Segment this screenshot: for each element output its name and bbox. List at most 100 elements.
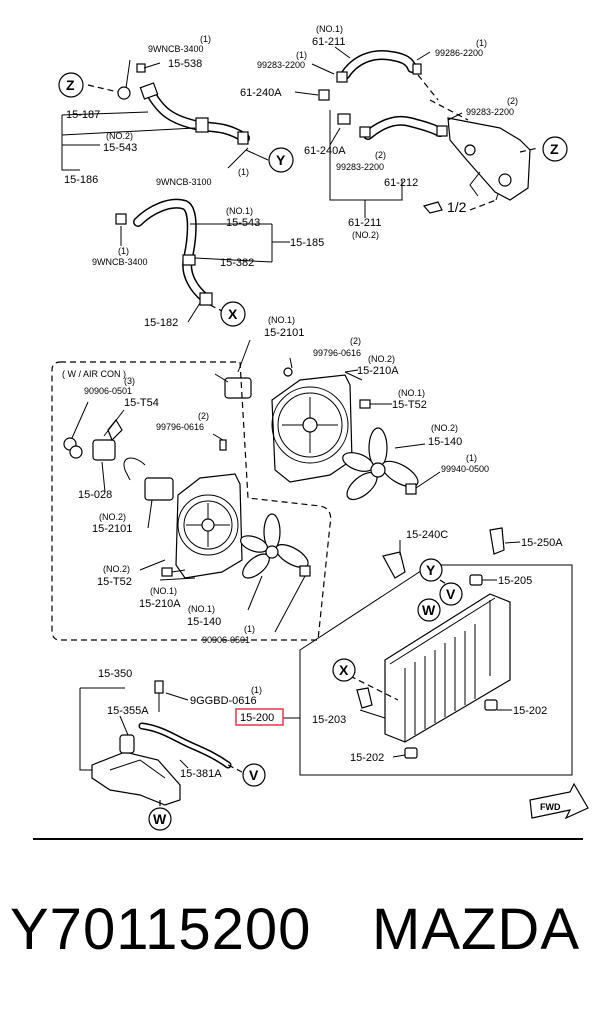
label-part-15-2101: 15-2101: [264, 327, 304, 339]
label-part-99796-0616: 99796-0616: [156, 422, 204, 432]
label-part-15-543: 15-543: [226, 217, 260, 229]
radiator-assembly: [299, 527, 573, 776]
callout-x: X: [228, 306, 238, 322]
label-qty: (2): [375, 150, 386, 160]
label-qualifier: (NO.2): [352, 230, 379, 240]
ac-fan-assembly: [63, 401, 311, 633]
label-part-15-355a: 15-355A: [107, 705, 149, 717]
label-part-15-182: 15-182: [144, 317, 178, 329]
label-qty: (1): [118, 246, 129, 256]
label-part-90906-0501: 90906-0501: [202, 635, 250, 645]
label-part-15-382: 15-382: [220, 257, 254, 269]
label-part-15-210a: 15-210A: [139, 598, 181, 610]
radiator-fins: [414, 624, 476, 735]
label-qualifier: (NO.1): [398, 388, 425, 398]
label-part-15-250a: 15-250A: [521, 537, 563, 549]
label-qty: (1): [244, 624, 255, 634]
label-part-15-t52: 15-T52: [97, 576, 132, 588]
label-part-61-212: 61-212: [384, 177, 418, 189]
label-part-99283-2200: 99283-2200: [466, 107, 514, 117]
label-qualifier: (NO.2): [103, 564, 130, 574]
callout-z-circle: Z: [542, 136, 568, 162]
callout-y-circle: Y: [268, 147, 294, 173]
callout-z: Z: [550, 141, 559, 157]
callout-w-circle: W: [417, 598, 441, 622]
label-qty: (2): [350, 336, 361, 346]
brand-name: MAZDA: [372, 897, 580, 962]
label-part-15-186: 15-186: [64, 174, 98, 186]
label-qualifier: (NO.2): [431, 423, 458, 433]
label-part-99283-2200: 99283-2200: [336, 162, 384, 172]
callout-v-circle: V: [439, 582, 463, 606]
lower-hose-group: [115, 198, 290, 323]
callout-w: W: [153, 811, 167, 827]
radiator-parts-diagram: (1) 9WNCB-3400 15-538 15-187 (NO.2) 15-5…: [51, 24, 589, 831]
label-qualifier: (NO.1): [188, 604, 215, 614]
callout-v: V: [249, 767, 259, 783]
label-part-15-t54: 15-T54: [124, 397, 159, 409]
label-part-15-240c: 15-240C: [406, 529, 448, 541]
label-part-15-2101: 15-2101: [92, 523, 132, 535]
label-part-99940-0500: 99940-0500: [441, 464, 489, 474]
label-scale: 1/2: [447, 199, 467, 215]
footer: Y70115200 MAZDA: [0, 890, 600, 980]
callout-x-circle: X: [220, 301, 246, 327]
callout-y: Y: [426, 562, 436, 578]
label-qty: (1): [476, 38, 487, 48]
label-qualifier: (NO.1): [226, 206, 253, 216]
label-part-90906-0501: 90906-0501: [84, 386, 132, 396]
callout-w-circle: W: [148, 807, 172, 831]
label-qty: (1): [251, 685, 262, 695]
callout-v: V: [446, 586, 456, 602]
label-part-9wncb-3400: 9WNCB-3400: [92, 257, 148, 267]
label-ac-option: ( W / AIR CON ): [62, 369, 126, 379]
label-part-15-205: 15-205: [498, 575, 532, 587]
label-part-99796-0616: 99796-0616: [313, 348, 361, 358]
label-qualifier: (NO.2): [368, 354, 395, 364]
label-qty: (1): [200, 34, 211, 44]
label-qualifier: (NO.2): [106, 131, 133, 141]
label-qty: (2): [507, 96, 518, 106]
label-part-61-211: 61-211: [348, 217, 381, 229]
label-qty: (1): [238, 167, 249, 177]
forward-direction-icon: FWD: [529, 782, 589, 820]
label-part-61-240a: 61-240A: [240, 87, 282, 99]
footer-divider: [33, 838, 583, 840]
label-qualifier: (NO.1): [316, 24, 343, 34]
label-part-99283-2200: 99283-2200: [257, 60, 305, 70]
label-qty: (1): [296, 50, 307, 60]
label-qualifier: (NO.1): [268, 315, 295, 325]
callout-w: W: [422, 602, 436, 618]
main-fan-shroud: [214, 339, 441, 501]
callout-x-circle: X: [332, 658, 356, 682]
highlight-box: [235, 708, 284, 726]
label-part-15-538: 15-538: [168, 58, 202, 70]
label-part-15-350: 15-350: [98, 668, 132, 680]
label-part-61-211: 61-211: [312, 36, 345, 48]
label-qualifier: (NO.2): [99, 512, 126, 522]
reservoir-tank-group: [79, 680, 300, 812]
callout-z: Z: [66, 77, 75, 93]
label-qty: (1): [466, 453, 477, 463]
label-part-61-240a: 61-240A: [304, 145, 346, 157]
label-part-15-210a: 15-210A: [357, 365, 399, 377]
label-part-15-202: 15-202: [350, 752, 384, 764]
label-qty: (2): [198, 411, 209, 421]
label-part-15-187: 15-187: [66, 109, 100, 121]
label-part-15-140: 15-140: [187, 616, 221, 628]
label-part-15-028: 15-028: [78, 489, 112, 501]
label-part-15-202: 15-202: [513, 705, 547, 717]
callout-y: Y: [276, 152, 286, 168]
label-part-9ggbd-0616: 9GGBD-0616: [190, 695, 257, 707]
label-part-15-200-highlighted: 15-200: [240, 712, 274, 724]
label-part-15-185: 15-185: [290, 237, 324, 249]
part-number: Y70115200: [10, 897, 312, 962]
label-part-15-t52: 15-T52: [392, 399, 427, 411]
callout-y-circle: Y: [419, 558, 443, 582]
label-part-99286-2200: 99286-2200: [435, 48, 483, 58]
label-qty: (3): [124, 376, 135, 386]
label-part-9wncb-3100: 9WNCB-3100: [156, 177, 212, 187]
label-part-15-140: 15-140: [428, 436, 462, 448]
label-part-15-203: 15-203: [312, 714, 346, 726]
callout-z-circle: Z: [58, 72, 84, 98]
